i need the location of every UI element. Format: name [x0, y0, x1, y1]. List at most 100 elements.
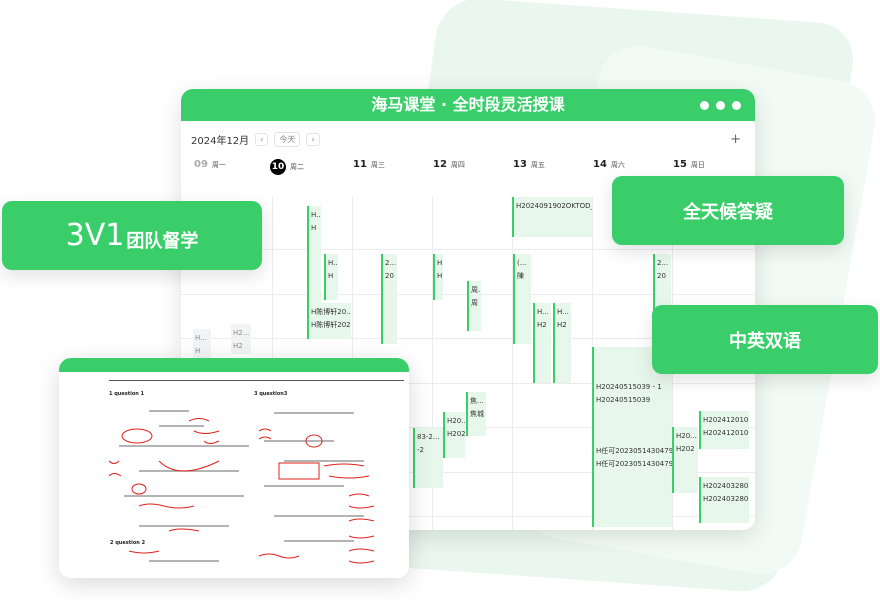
event-text: 陳 — [517, 272, 524, 280]
event-text: H20240328066 — [703, 495, 749, 503]
calendar-event[interactable]: H陈博轩20... H陈博轩2022 — [307, 303, 351, 339]
today-button[interactable]: 今天 — [274, 131, 301, 147]
day-name: 周日 — [690, 160, 705, 169]
question-heading: 1 question 1 — [109, 391, 145, 397]
calendar-event[interactable]: 焦... 焦城 — [466, 392, 486, 436]
day-name: 周三 — [370, 160, 385, 169]
question-heading: 2 question 2 — [109, 540, 147, 546]
day-name: 周一 — [211, 160, 226, 169]
doc-card-header — [59, 358, 409, 372]
homework-page-left: 1 question 1 2 question 2 — [98, 380, 259, 570]
event-text: -2 — [417, 446, 424, 454]
event-text: 83-2... — [417, 433, 440, 441]
event-text: H任可2023051430479... — [596, 447, 672, 455]
event-text: 焦城 — [470, 410, 484, 418]
event-text: H2 — [557, 321, 567, 329]
event-text: H — [437, 259, 443, 267]
event-text: (... — [517, 259, 527, 267]
event-text: H20240515039 — [596, 396, 651, 404]
badge-big-text: 3V1 — [65, 218, 125, 253]
question-heading: 3 question3 — [254, 391, 288, 397]
day-number: 12 — [433, 159, 447, 170]
event-text: 周 — [471, 299, 478, 307]
event-text: 2... — [657, 259, 669, 267]
event-text: H陈博轩20... — [311, 308, 351, 316]
next-week-button[interactable]: › — [306, 132, 320, 146]
event-text: 20 — [657, 272, 666, 280]
event-text: H任可2023051430479KTO — [596, 460, 672, 468]
event-text: H2024091902OKTOD_6-10 — [516, 202, 592, 210]
calendar-event[interactable]: H任可2023051430479... H任可2023051430479KTO — [592, 442, 672, 527]
calendar-event[interactable]: H... H2 — [553, 303, 571, 383]
annotated-homework-card: 1 question 1 2 question 2 3 question3 — [59, 358, 409, 578]
event-text: H陈博轩2022 — [311, 321, 351, 329]
calendar-title: 海马课堂 · 全时段灵活授课 — [371, 95, 565, 114]
calendar-event[interactable]: H202403280... H20240328066 — [699, 477, 749, 523]
day-header-today[interactable]: 10 周二 — [270, 159, 304, 175]
day-name: 周六 — [610, 160, 625, 169]
event-text: H2 — [233, 342, 243, 350]
calendar-event[interactable]: H...H2 — [533, 303, 551, 383]
event-text: H202 — [676, 445, 695, 453]
day-number: 11 — [353, 159, 367, 170]
calendar-event[interactable]: 2...20 — [381, 254, 397, 344]
day-number: 14 — [593, 159, 607, 170]
badge-bilingual: 中英双语 — [652, 305, 878, 374]
event-text: H2 — [537, 321, 547, 329]
event-text: H20... — [447, 417, 465, 425]
calendar-event[interactable]: (... 陳 — [513, 254, 531, 344]
handwritten-annotations — [98, 410, 249, 562]
event-text: H — [437, 272, 443, 280]
event-text: 焦... — [470, 397, 484, 405]
homework-page-right: 3 question3 — [254, 380, 404, 570]
calendar-event[interactable]: H20... H202 — [443, 412, 465, 458]
event-text: H... — [557, 308, 569, 316]
calendar-event[interactable]: 周... 周 — [467, 281, 481, 331]
day-number: 10 — [270, 159, 286, 175]
calendar-header: 海马课堂 · 全时段灵活授课 — [181, 89, 755, 121]
event-text: H202 — [447, 430, 465, 438]
event-text: H... — [328, 259, 338, 267]
event-text: H — [311, 224, 317, 232]
prev-week-button[interactable]: ‹ — [255, 132, 269, 146]
calendar-event[interactable]: H20... H202 — [672, 427, 698, 493]
event-text: H202403280... — [703, 482, 749, 490]
badge-all-day-qa: 全天候答疑 — [612, 176, 844, 245]
day-name: 周四 — [450, 160, 465, 169]
event-text: H... — [311, 211, 321, 219]
calendar-event[interactable]: H... H — [307, 206, 321, 311]
calendar-event[interactable]: H2024091902OKTOD_6-10 — [512, 197, 592, 237]
day-number: 15 — [673, 159, 687, 170]
day-number: 13 — [513, 159, 527, 170]
handwritten-annotations — [258, 412, 375, 564]
event-text: H202412010... — [703, 416, 749, 424]
calendar-event[interactable]: H2...H2 — [231, 324, 251, 354]
more-menu-icon[interactable] — [700, 89, 741, 121]
day-name: 周五 — [530, 160, 545, 169]
calendar-event[interactable]: H...H — [324, 254, 338, 300]
calendar-event[interactable]: 83-2... -2 — [413, 428, 443, 488]
event-text: 周... — [471, 286, 481, 294]
event-text: 2... — [385, 259, 397, 267]
event-text: H... — [195, 334, 207, 342]
current-month: 2024年12月 — [191, 135, 250, 147]
badge-team-supervision: 3V1 团队督学 — [2, 201, 262, 270]
day-number: 09 — [194, 159, 208, 170]
calendar-toolbar: 2024年12月 ‹ 今天 › + — [191, 129, 741, 149]
event-text: H20... — [676, 432, 697, 440]
event-text: H20241201016K — [703, 429, 749, 437]
day-name: 周二 — [290, 163, 304, 171]
calendar-event[interactable]: H202412010... H20241201016K — [699, 411, 749, 449]
event-text: H202405150​39 - 1 — [596, 383, 662, 391]
event-text: H — [195, 347, 201, 355]
add-event-button[interactable]: + — [730, 131, 741, 147]
badge-small-text: 团队督学 — [126, 230, 199, 252]
